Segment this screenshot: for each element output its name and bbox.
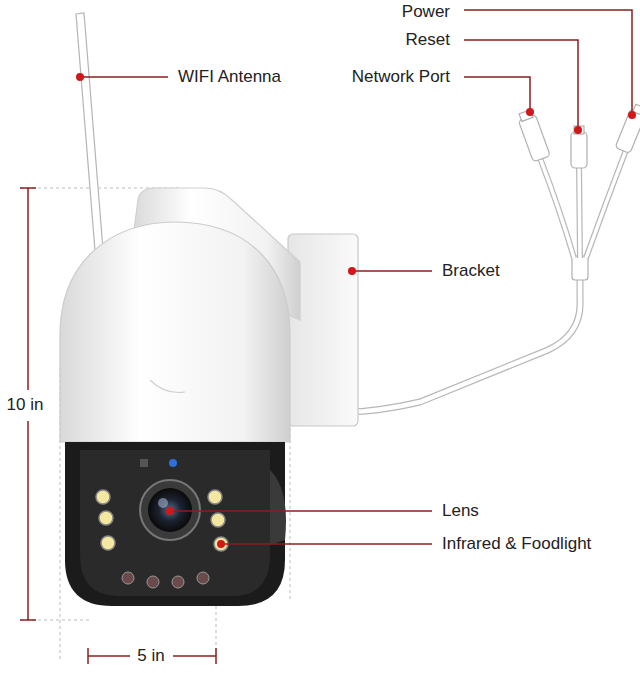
part-label: Power [400, 2, 452, 22]
part-label: 5 in [135, 646, 166, 666]
guide-lines [20, 188, 290, 660]
part-label: Bracket [440, 261, 502, 281]
part-label: Reset [404, 30, 452, 50]
leader-dots [76, 73, 636, 548]
cable-splitter [516, 103, 640, 280]
part-label: Network Port [350, 67, 452, 87]
leader-lines [80, 10, 632, 544]
part-label: Lens [440, 501, 481, 521]
part-label: WIFI Antenna [176, 67, 283, 87]
camera-dome [60, 222, 290, 442]
part-label: Infrared & Foodlight [440, 534, 593, 554]
camera-head [65, 442, 286, 606]
wifi-antenna [76, 13, 107, 282]
led-lights [96, 490, 228, 588]
part-label: 10 in [5, 395, 46, 415]
dome-seam [150, 380, 185, 393]
